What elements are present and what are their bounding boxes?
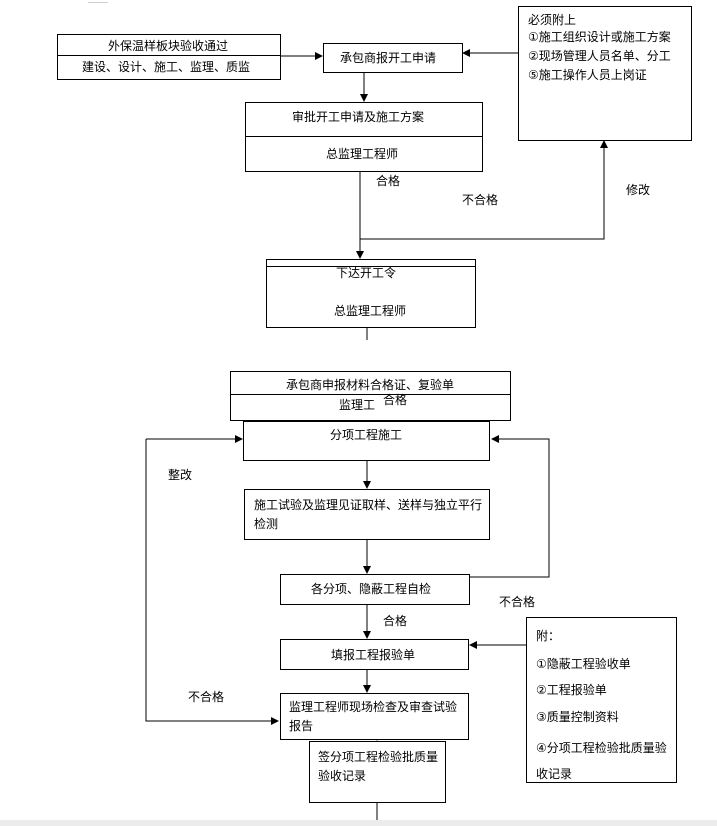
approve-divider bbox=[246, 136, 482, 137]
testing-box: 施工试验及监理见证取样、送样与独立平行检测 bbox=[244, 489, 490, 540]
start-order-divider bbox=[267, 266, 475, 267]
start-order-box: 下达开工令 总监理工程师 bbox=[266, 259, 476, 328]
required-attachments-title: 必须附上 bbox=[528, 13, 577, 27]
site-inspection-label: 监理工程师现场检查及审查试验报告 bbox=[289, 700, 458, 733]
attach-list-item-2: ②工程报验单 bbox=[536, 683, 607, 697]
contractor-apply-box: 承包商报开工申请 bbox=[323, 43, 463, 73]
edge-label-pass-3: 合格 bbox=[383, 614, 408, 628]
edge-label-fail-2: 不合格 bbox=[188, 690, 225, 704]
required-attachments-box: 必须附上 ①施工组织设计或施工方案 ②现场管理人员名单、分工 ⑤施工操作人员上岗… bbox=[518, 6, 692, 141]
required-attachments-item-3: ⑤施工操作人员上岗证 bbox=[528, 68, 647, 82]
insulation-pass-parties: 建设、设计、施工、监理、质监 bbox=[82, 60, 251, 74]
required-attachments-item-2: ②现场管理人员名单、分工 bbox=[528, 49, 671, 63]
attach-list-item-3: ③质量控制资料 bbox=[536, 710, 619, 724]
site-inspection-box: 监理工程师现场检查及审查试验报告 bbox=[280, 693, 469, 740]
contractor-apply-label: 承包商报开工申请 bbox=[340, 51, 437, 65]
insulation-divider bbox=[58, 55, 280, 56]
page-bottom-edge bbox=[0, 820, 717, 826]
material-cert-title: 承包商申报材料合格证、复验单 bbox=[286, 378, 455, 392]
attach-list-box: 附： ①隐蔽工程验收单 ②工程报验单 ③质量控制资料 ④分项工程检验批质量验收记… bbox=[526, 617, 677, 783]
approve-apply-role: 总监理工程师 bbox=[326, 147, 399, 161]
arrow-selfcheck-fail-loop bbox=[470, 435, 550, 578]
edge-label-pass-2: 合格 bbox=[383, 393, 408, 407]
attach-list-title: 附： bbox=[536, 629, 561, 643]
edge-label-fail-1: 不合格 bbox=[462, 193, 499, 207]
start-order-title: 下达开工令 bbox=[336, 266, 397, 280]
insulation-pass-box: 外保温样板块验收通过 建设、设计、施工、监理、质监 bbox=[57, 34, 281, 80]
self-check-label: 各分项、隐蔽工程自检 bbox=[311, 582, 432, 596]
attach-list-item-4: ④分项工程检验批质量验收记录 bbox=[536, 741, 667, 781]
sub-construction-label: 分项工程施工 bbox=[330, 428, 403, 442]
approve-apply-title: 审批开工申请及施工方案 bbox=[292, 110, 425, 124]
self-check-box: 各分项、隐蔽工程自检 bbox=[280, 574, 470, 605]
edge-label-fail-3: 不合格 bbox=[499, 595, 536, 609]
material-cert-box: 承包商申报材料合格证、复验单 监理工 bbox=[230, 371, 511, 421]
start-order-role: 总监理工程师 bbox=[334, 304, 407, 318]
sub-construction-box: 分项工程施工 bbox=[243, 421, 490, 461]
sign-record-box: 签分项工程检验批质量验收记录 bbox=[309, 741, 446, 803]
arrow-fail-to-revise bbox=[360, 140, 608, 240]
sign-record-label: 签分项工程检验批质量验收记录 bbox=[318, 750, 439, 783]
material-cert-divider bbox=[231, 394, 510, 395]
arrow-rectify-loop bbox=[145, 439, 279, 725]
edge-label-rectify: 整改 bbox=[168, 468, 193, 482]
material-cert-role: 监理工 bbox=[339, 398, 376, 412]
required-attachments-item-1: ①施工组织设计或施工方案 bbox=[528, 30, 671, 44]
report-fill-label: 填报工程报验单 bbox=[331, 648, 416, 662]
edge-label-pass-1: 合格 bbox=[376, 174, 401, 188]
approve-apply-box: 审批开工申请及施工方案 总监理工程师 bbox=[245, 102, 483, 172]
edge-label-revise: 修改 bbox=[626, 183, 651, 197]
report-fill-box: 填报工程报验单 bbox=[280, 639, 469, 670]
insulation-pass-title: 外保温样板块验收通过 bbox=[108, 39, 229, 53]
top-edge-mark bbox=[88, 0, 108, 3]
attach-list-item-1: ①隐蔽工程验收单 bbox=[536, 657, 631, 671]
testing-label: 施工试验及监理见证取样、送样与独立平行检测 bbox=[254, 498, 483, 531]
